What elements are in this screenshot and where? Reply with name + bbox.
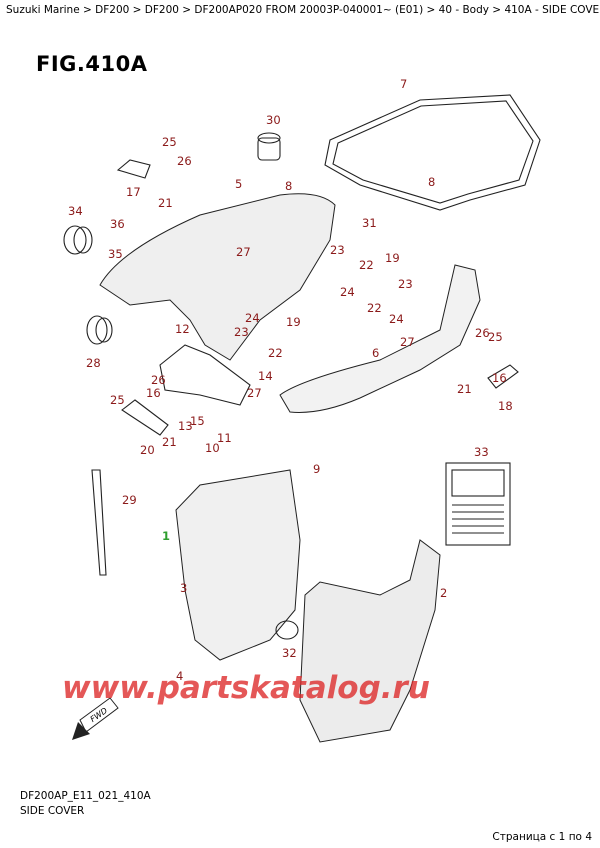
- seal-ring-part: [324, 94, 541, 211]
- seal-ring-inner: [332, 100, 534, 204]
- upper-cover-part: [99, 193, 336, 361]
- part-label-2[interactable]: 2: [440, 586, 447, 600]
- part-label-18[interactable]: 18: [498, 399, 513, 413]
- part-label-8[interactable]: 8: [428, 175, 435, 189]
- part-label-10[interactable]: 10: [205, 441, 220, 455]
- part-label-30[interactable]: 30: [266, 113, 281, 127]
- latch-20-part: [121, 399, 169, 436]
- page-indicator: Страница с 1 по 4: [492, 831, 592, 843]
- part-label-16[interactable]: 16: [492, 371, 507, 385]
- part-label-17[interactable]: 17: [126, 185, 141, 199]
- part-label-14[interactable]: 14: [258, 369, 273, 383]
- grommet-34-part: [63, 225, 93, 255]
- part-label-23[interactable]: 23: [330, 243, 345, 257]
- part-label-23[interactable]: 23: [398, 277, 413, 291]
- figure-title: FIG.410A: [36, 52, 148, 76]
- part-label-32[interactable]: 32: [282, 646, 297, 660]
- cable-tie-part: [91, 469, 107, 576]
- part-label-28[interactable]: 28: [86, 356, 101, 370]
- caution-label-part: [445, 462, 511, 546]
- latch-17-part: [116, 159, 151, 179]
- part-label-25[interactable]: 25: [162, 135, 177, 149]
- part-label-8[interactable]: 8: [285, 179, 292, 193]
- part-label-6[interactable]: 6: [372, 346, 379, 360]
- latch-18-part: [487, 364, 519, 389]
- drawing-code: DF200AP_E11_021_410A: [20, 790, 151, 802]
- part-label-26[interactable]: 26: [151, 373, 166, 387]
- part-label-27[interactable]: 27: [236, 245, 251, 259]
- part-label-5[interactable]: 5: [235, 177, 242, 191]
- breadcrumb[interactable]: Suzuki Marine > DF200 > DF200 > DF200AP0…: [6, 4, 600, 16]
- grommet-30-part: [257, 132, 281, 161]
- part-label-26[interactable]: 26: [475, 326, 490, 340]
- part-label-34[interactable]: 34: [68, 204, 83, 218]
- part-label-25[interactable]: 25: [110, 393, 125, 407]
- part-label-24[interactable]: 24: [389, 312, 404, 326]
- part-label-26[interactable]: 26: [177, 154, 192, 168]
- part-label-13[interactable]: 13: [178, 419, 193, 433]
- side-cover-1-part: [175, 469, 301, 661]
- part-label-16[interactable]: 16: [146, 386, 161, 400]
- part-label-27[interactable]: 27: [247, 386, 262, 400]
- watermark-text: www.partskatalog.ru: [62, 670, 430, 706]
- part-label-21[interactable]: 21: [158, 196, 173, 210]
- part-label-24[interactable]: 24: [340, 285, 355, 299]
- part-label-15[interactable]: 15: [190, 414, 205, 428]
- part-label-1[interactable]: 1: [162, 529, 170, 543]
- part-label-20[interactable]: 20: [140, 443, 155, 457]
- side-cover-2-part: [299, 539, 441, 743]
- part-label-25[interactable]: 25: [488, 330, 503, 344]
- part-label-27[interactable]: 27: [400, 335, 415, 349]
- part-label-19[interactable]: 19: [286, 315, 301, 329]
- grommet-32-part: [275, 620, 299, 640]
- part-label-22[interactable]: 22: [367, 301, 382, 315]
- part-label-22[interactable]: 22: [268, 346, 283, 360]
- grommet-28-part: [86, 315, 113, 345]
- part-label-33[interactable]: 33: [474, 445, 489, 459]
- diagram-subtitle: SIDE COVER: [20, 805, 85, 817]
- part-label-3[interactable]: 3: [180, 581, 187, 595]
- front-lower-cover-part: [279, 264, 481, 413]
- part-label-12[interactable]: 12: [175, 322, 190, 336]
- part-label-9[interactable]: 9: [313, 462, 320, 476]
- part-label-35[interactable]: 35: [108, 247, 123, 261]
- part-label-19[interactable]: 19: [385, 251, 400, 265]
- part-label-29[interactable]: 29: [122, 493, 137, 507]
- part-label-36[interactable]: 36: [110, 217, 125, 231]
- part-label-23[interactable]: 23: [234, 325, 249, 339]
- part-label-7[interactable]: 7: [400, 77, 407, 91]
- part-label-24[interactable]: 24: [245, 311, 260, 325]
- part-label-4[interactable]: 4: [176, 669, 183, 683]
- part-label-31[interactable]: 31: [362, 216, 377, 230]
- bracket-12-part: [159, 344, 251, 406]
- part-label-11[interactable]: 11: [217, 431, 232, 445]
- part-label-22[interactable]: 22: [359, 258, 374, 272]
- part-label-21[interactable]: 21: [162, 435, 177, 449]
- part-label-21[interactable]: 21: [457, 382, 472, 396]
